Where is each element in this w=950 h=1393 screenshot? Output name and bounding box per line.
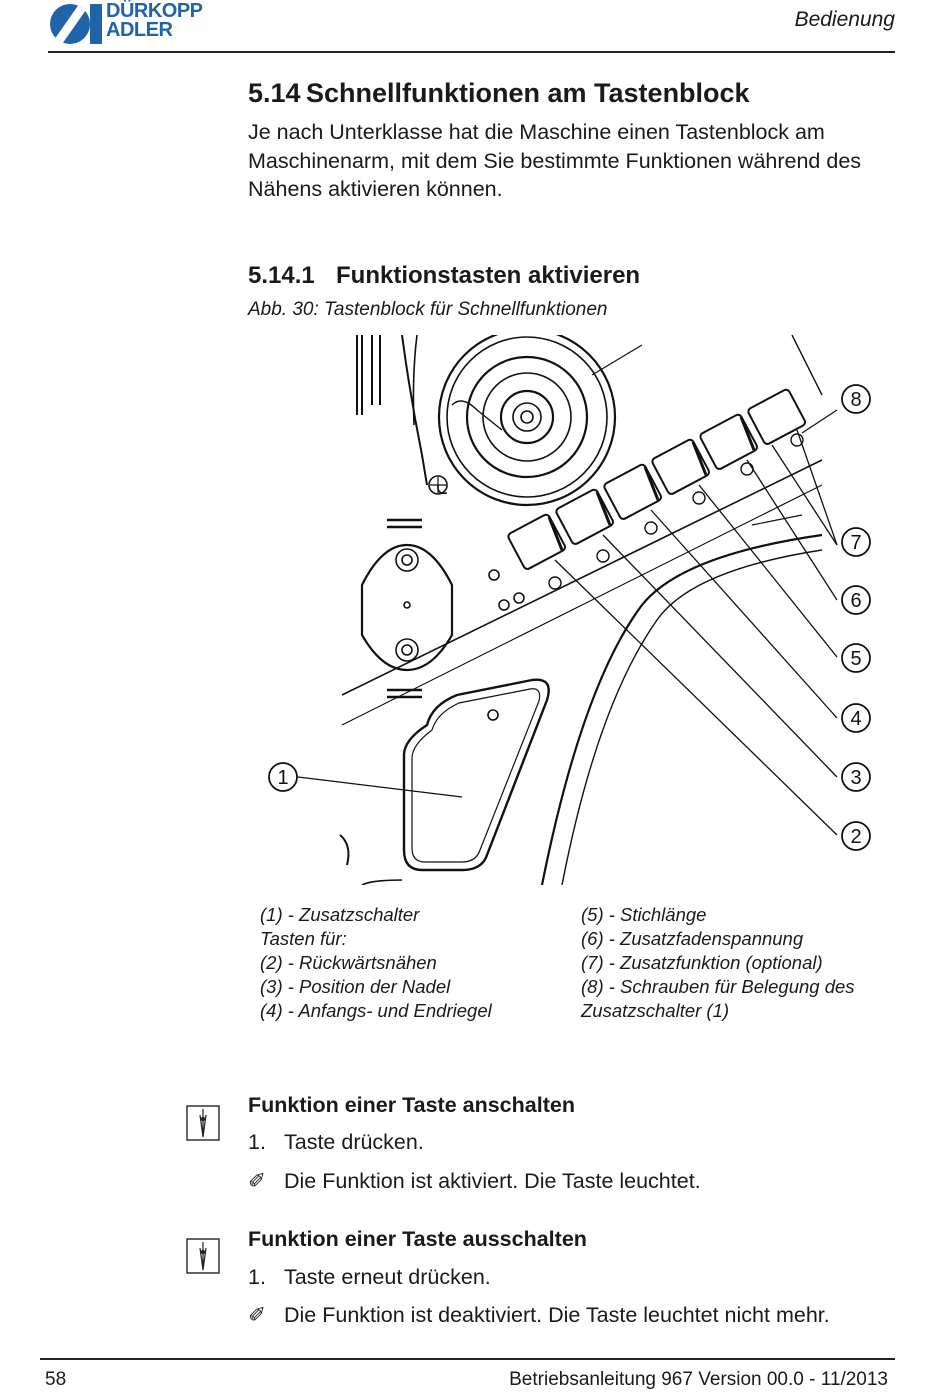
- result-arrow-icon: ✐: [248, 1303, 267, 1327]
- brand-line-2: ADLER: [106, 19, 173, 41]
- brand-logo: DÜRKOPP ADLER: [48, 0, 218, 46]
- legend-item: Tasten für:: [260, 928, 347, 949]
- callout-3: 3: [850, 767, 861, 789]
- legend-left: (1) - Zusatzschalter Tasten für: (2) - R…: [260, 903, 492, 1023]
- section-title: Schnellfunktionen am Tastenblock: [306, 78, 750, 108]
- result-line-on: ✐ Die Funktion ist aktiviert. Die Taste l…: [248, 1169, 701, 1194]
- keypad-figure: 1 2 3 4 5 6 7 8: [268, 335, 871, 885]
- subsection-heading: 5.14.1 Funktionstasten aktivieren: [248, 262, 640, 290]
- brand-line-1: DÜRKOPP: [106, 0, 203, 22]
- legend-item: (4) - Anfangs- und Endriegel: [260, 1000, 492, 1021]
- legend-item: (5) - Stichlänge: [581, 904, 707, 925]
- legend-item: (1) - Zusatzschalter: [260, 904, 420, 925]
- document-info: Betriebsanleitung 967 Version 00.0 - 11/…: [509, 1369, 888, 1390]
- page-number: 58: [45, 1369, 67, 1390]
- step-title-on: Funktion einer Taste anschalten: [248, 1093, 575, 1117]
- subsection-number: 5.14.1: [248, 262, 315, 289]
- chapter-label: Bedienung: [794, 8, 895, 31]
- manual-action-icon: [186, 1105, 220, 1141]
- manual-action-icon: [186, 1238, 220, 1274]
- legend-item: (7) - Zusatzfunktion (optional): [581, 952, 823, 973]
- result-line-off: ✐ Die Funktion ist deaktiviert. Die Taste…: [248, 1303, 830, 1328]
- legend-item: (2) - Rückwärtsnähen: [260, 952, 437, 973]
- legend-item: (3) - Position der Nadel: [260, 976, 451, 997]
- step-number: 1.: [248, 1265, 266, 1289]
- callout-7: 7: [850, 532, 861, 554]
- step-number: 1.: [248, 1130, 266, 1154]
- figure-caption: Abb. 30: Tastenblock für Schnellfunktion…: [248, 299, 608, 320]
- section-number: 5.14: [248, 78, 301, 108]
- legend-item: (6) - Zusatzfadenspannung: [581, 928, 804, 949]
- step-title-off: Funktion einer Taste ausschalten: [248, 1227, 587, 1251]
- callout-4: 4: [850, 708, 861, 730]
- legend-item: Zusatzschalter (1): [581, 1000, 730, 1021]
- header-rule: [48, 51, 895, 53]
- callout-1: 1: [277, 767, 288, 789]
- callout-6: 6: [850, 590, 861, 612]
- step-text: Taste erneut drücken.: [284, 1265, 491, 1289]
- result-arrow-icon: ✐: [248, 1169, 267, 1193]
- legend-right: (5) - Stichlänge (6) - Zusatzfadenspannu…: [581, 903, 855, 1023]
- callout-5: 5: [850, 648, 861, 670]
- step-text: Taste drücken.: [284, 1130, 424, 1154]
- legend-item: (8) - Schrauben für Belegung des: [581, 976, 855, 997]
- result-text: Die Funktion ist aktiviert. Die Taste le…: [284, 1169, 701, 1193]
- step-line-off: 1. Taste erneut drücken.: [248, 1265, 491, 1290]
- footer-rule: [40, 1358, 895, 1360]
- step-line-on: 1. Taste drücken.: [248, 1130, 424, 1155]
- section-intro: Je nach Unterklasse hat die Maschine ein…: [248, 120, 862, 201]
- brand-name: DÜRKOPP ADLER: [106, 0, 203, 41]
- subsection-title: Funktionstasten aktivieren: [336, 262, 641, 289]
- result-text: Die Funktion ist deaktiviert. Die Taste …: [284, 1303, 830, 1327]
- callout-8: 8: [850, 389, 861, 411]
- callout-2: 2: [850, 826, 861, 848]
- logo-mark-icon: [50, 4, 102, 44]
